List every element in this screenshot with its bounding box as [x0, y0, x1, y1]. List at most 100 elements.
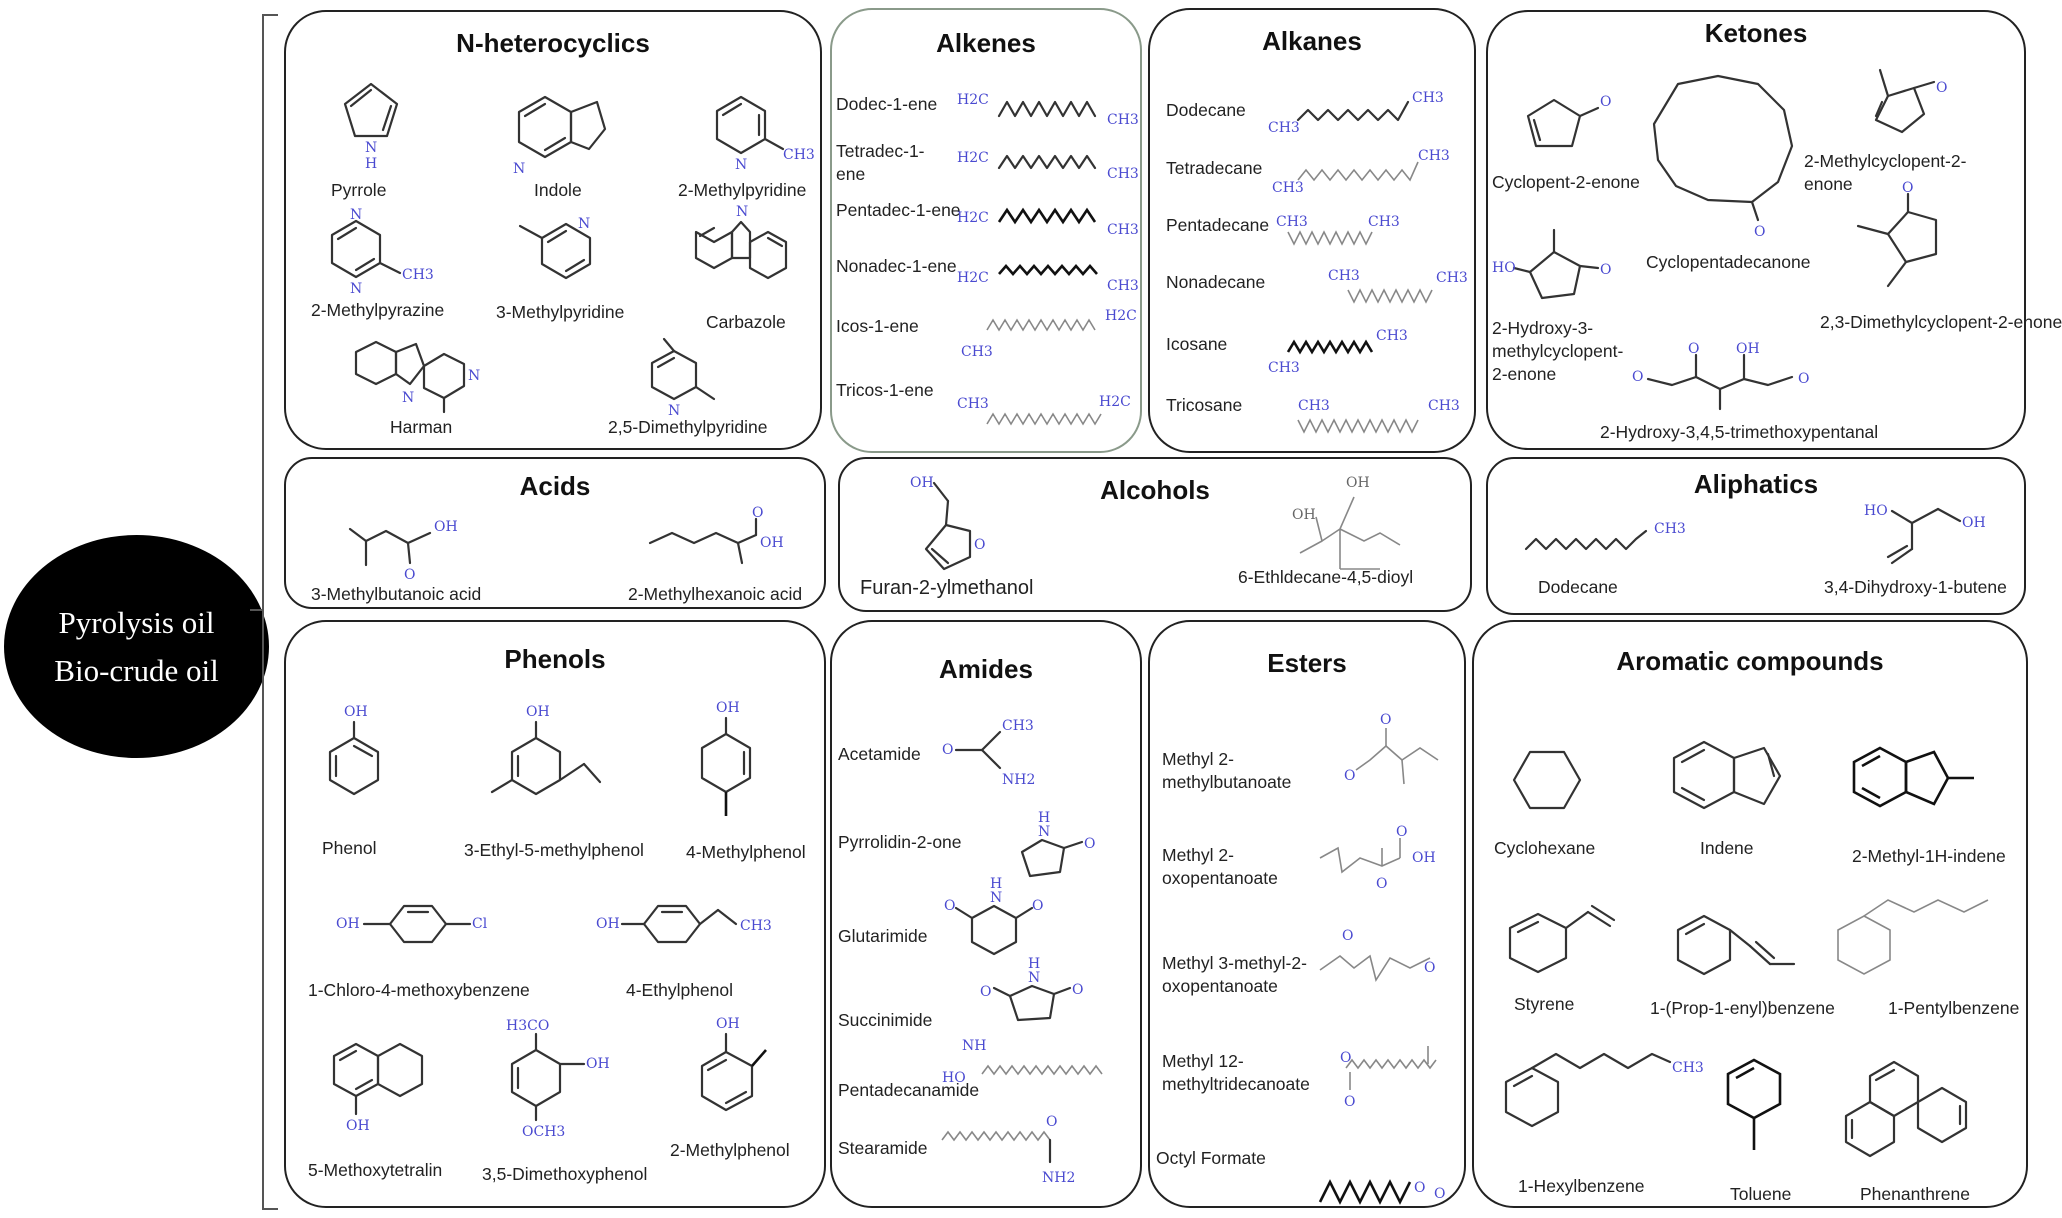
compound-label: Pentadecane [1166, 215, 1270, 235]
central-node: Pyrolysis oil Bio-crude oil [4, 535, 269, 758]
svg-text:H2C: H2C [1099, 394, 1131, 410]
cyclopent-2-enone-structure: O [1526, 94, 1611, 148]
hub-line-1: Pyrolysis oil [58, 604, 215, 640]
compound-label: Tricos-1-ene [836, 380, 934, 400]
compound-label: Dodec-1-ene [836, 94, 938, 114]
compound-label: 1-Pentylbenzene [1888, 998, 2020, 1018]
indene-structure [1672, 740, 1782, 810]
svg-text:O: O [1344, 768, 1355, 784]
svg-text:O: O [1376, 876, 1387, 892]
compound-label: 3-Ethyl-5-methylphenol [464, 840, 644, 860]
1-hexylbenzene-structure: CH3 [1504, 1052, 1704, 1128]
atom-n: N [578, 216, 590, 232]
svg-text:OH: OH [910, 475, 934, 491]
3-4-dihydroxy-1-butene-structure: HO OH [1864, 503, 1986, 565]
svg-text:CH3: CH3 [1107, 222, 1139, 238]
compound-label: Indole [534, 180, 582, 200]
compound-label: 3,5-Dimethoxyphenol [482, 1164, 648, 1184]
panel-title: Acids [519, 471, 591, 501]
panel-n-heterocyclics: N-heterocyclics N H Pyrrole N Indole N C… [284, 10, 822, 450]
svg-text:H2C: H2C [957, 270, 989, 286]
compound-label: Methyl 2-methylbutanoate [1162, 749, 1292, 792]
svg-text:OH: OH [526, 704, 550, 720]
svg-text:O: O [1688, 341, 1699, 357]
compound-label: Cyclopent-2-enone [1492, 172, 1640, 192]
styrene-structure [1508, 904, 1616, 974]
atom-n: N [350, 281, 362, 297]
svg-text:O: O [1936, 80, 1947, 96]
phenol-structure: OH [328, 704, 380, 796]
svg-text:O: O [1084, 836, 1095, 852]
svg-text:OH: OH [1346, 475, 1370, 491]
atom-n: N [735, 157, 747, 173]
compound-label: Pyrrole [331, 180, 387, 200]
svg-text:O: O [1046, 1114, 1057, 1130]
compound-label: 4-Methylphenol [686, 842, 806, 862]
svg-text:O: O [1798, 371, 1809, 387]
svg-text:OH: OH [716, 700, 740, 716]
svg-text:O: O [974, 537, 985, 553]
compound-label: 2-Methylhexanoic acid [628, 584, 803, 604]
2-3-dimethylcyclopent-2-enone-structure: O [1856, 180, 1938, 288]
3-ethyl-5-methylphenol-structure: OH [490, 704, 602, 796]
compound-label: 3-Methylbutanoic acid [311, 584, 482, 604]
svg-text:CH3: CH3 [1428, 398, 1460, 414]
panel-title: Aliphatics [1693, 469, 1819, 499]
2-methylhexanoic-acid-structure: O OH [648, 505, 784, 565]
panel-aromatic-compounds: Aromatic compounds Cyclohexane Indene 2-… [1472, 620, 2028, 1208]
2-5-dimethylpyridine-structure: N [650, 337, 716, 419]
1-prop-1-enyl-benzene-structure [1676, 914, 1796, 976]
3-5-dimethoxyphenol-structure: H3CO OH OCH3 [506, 1018, 610, 1140]
connector-brace [262, 14, 278, 1210]
svg-text:CH3: CH3 [1412, 90, 1444, 106]
svg-text:CH3: CH3 [957, 396, 989, 412]
2-methylpyridine-structure: N CH3 [715, 95, 815, 173]
svg-text:O: O [1342, 928, 1353, 944]
compound-label: Dodecane [1166, 100, 1246, 120]
furan-2-ylmethanol-structure: OH O [910, 475, 985, 571]
svg-text:HO: HO [942, 1070, 966, 1086]
svg-text:N: N [1038, 824, 1050, 840]
panel-title: Alkenes [936, 28, 1036, 58]
1-chloro-4-methoxybenzene-structure: OH Cl [336, 904, 488, 944]
hub-line-2: Bio-crude oil [54, 652, 219, 688]
compound-label: Phenol [322, 838, 377, 858]
svg-text:OH: OH [596, 916, 620, 932]
svg-text:OH: OH [760, 535, 784, 551]
2-methylpyrazine-structure: N N CH3 [330, 207, 434, 297]
svg-text:OH: OH [336, 916, 360, 932]
svg-text:CH3: CH3 [1672, 1060, 1704, 1076]
panel-esters: Esters Methyl 2-methylbutanoate Methyl 2… [1148, 620, 1466, 1208]
dodecane-chain-structure: CH3 [1524, 521, 1686, 551]
phenanthrene-structure [1844, 1060, 1968, 1158]
svg-text:O: O [1902, 180, 1913, 196]
atom-n: N [468, 368, 480, 384]
compound-label: Stearamide [838, 1138, 928, 1158]
panel-acids: Acids OH O 3-Methylbutanoic acid O OH 2-Me… [284, 457, 826, 609]
compound-label: 2,3-Dimethylcyclopent-2-enone [1820, 312, 2062, 332]
svg-text:CH3: CH3 [1107, 278, 1139, 294]
svg-text:O: O [1600, 94, 1611, 110]
compound-label: 2,5-Dimethylpyridine [608, 417, 768, 437]
2-methylcyclopent-2-enone-structure: O [1874, 68, 1947, 134]
atom-n: N [668, 403, 680, 419]
svg-text:OH: OH [434, 519, 458, 535]
svg-text:CH3: CH3 [1107, 166, 1139, 182]
panel-alkanes: Alkanes Dodecane Tetradecane Pentadecane… [1148, 8, 1476, 453]
compound-label: Toluene [1730, 1184, 1792, 1204]
compound-label: 2-Methyl-1H-indene [1852, 846, 2006, 866]
svg-text:O: O [752, 505, 763, 521]
compound-label: Styrene [1514, 994, 1575, 1014]
svg-text:CH3: CH3 [1002, 718, 1034, 734]
svg-text:OH: OH [716, 1016, 740, 1032]
svg-text:CH3: CH3 [1328, 268, 1360, 284]
3-methylpyridine-structure: N [518, 216, 592, 280]
atom-n: N [736, 204, 748, 220]
compound-label: 2-Hydroxy-3,4,5-trimethoxypentanal [1600, 422, 1879, 442]
svg-text:CH3: CH3 [1436, 270, 1468, 286]
svg-text:O: O [980, 984, 991, 1000]
